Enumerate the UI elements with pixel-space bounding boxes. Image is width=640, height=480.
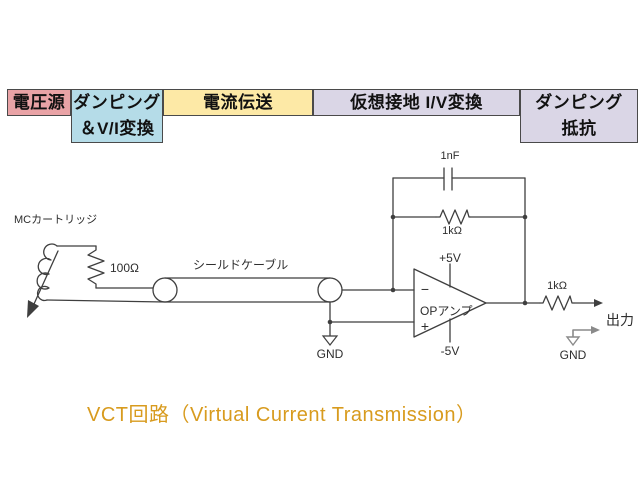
feedback-network bbox=[392, 167, 526, 304]
resistor-1kohm-output-icon bbox=[539, 295, 575, 311]
cable-label: シールドケーブル bbox=[193, 257, 288, 272]
junction-dots bbox=[327, 214, 528, 325]
slide-title: VCT回路（Virtual Current Transmission） bbox=[87, 404, 477, 426]
cartridge-label: MCカートリッジ bbox=[14, 213, 97, 226]
ground-symbol-icon bbox=[321, 335, 339, 346]
positive-supply-label: +5V bbox=[439, 251, 461, 265]
cartridge-resistance-label: 100Ω bbox=[110, 261, 139, 275]
output-arrowhead-icon bbox=[594, 299, 603, 307]
ground-return-wire bbox=[46, 299, 331, 303]
stylus-arrowhead-icon bbox=[27, 300, 39, 318]
ground-arrow-line bbox=[572, 329, 592, 337]
ground-symbol-output-icon bbox=[565, 336, 581, 347]
inverting-input-sign: − bbox=[421, 281, 429, 297]
block-damping-vi-conversion: ダンピング ＆V/I変換 bbox=[71, 89, 163, 143]
cable-end-left-icon bbox=[152, 277, 178, 303]
cable-end-right-icon bbox=[317, 277, 343, 303]
resistor-100ohm-icon bbox=[87, 245, 105, 289]
block-virtual-ground-iv-conversion: 仮想接地 I/V変換 bbox=[313, 89, 520, 116]
noninverting-input-sign: + bbox=[421, 318, 429, 334]
opamp-label: OPアンプ bbox=[420, 304, 473, 318]
block-voltage-source: 電圧源 bbox=[7, 89, 71, 116]
block-damping-resistor: ダンピング 抵抗 bbox=[520, 89, 638, 143]
coil-icon bbox=[36, 243, 58, 302]
opamp-symbol bbox=[413, 263, 487, 343]
output-ground-arrow bbox=[565, 326, 600, 347]
stylus-line bbox=[33, 250, 59, 305]
capacitor-1nf-icon bbox=[443, 167, 453, 191]
capacitor-value-label: 1nF bbox=[441, 150, 460, 162]
output-ground-label: GND bbox=[560, 348, 587, 362]
resistor-1kohm-feedback-icon bbox=[435, 209, 471, 225]
block-current-transmission: 電流伝送 bbox=[163, 89, 313, 116]
negative-supply-label: -5V bbox=[441, 344, 460, 358]
ground-arrowhead-icon bbox=[591, 326, 600, 334]
output-resistor-value-label: 1kΩ bbox=[547, 280, 567, 292]
cable-ground-label: GND bbox=[317, 347, 344, 361]
shielded-cable-symbol bbox=[152, 277, 343, 303]
mc-cartridge-symbol bbox=[27, 243, 331, 318]
feedback-resistor-value-label: 1kΩ bbox=[442, 225, 462, 237]
output-label: 出力 bbox=[606, 312, 634, 328]
